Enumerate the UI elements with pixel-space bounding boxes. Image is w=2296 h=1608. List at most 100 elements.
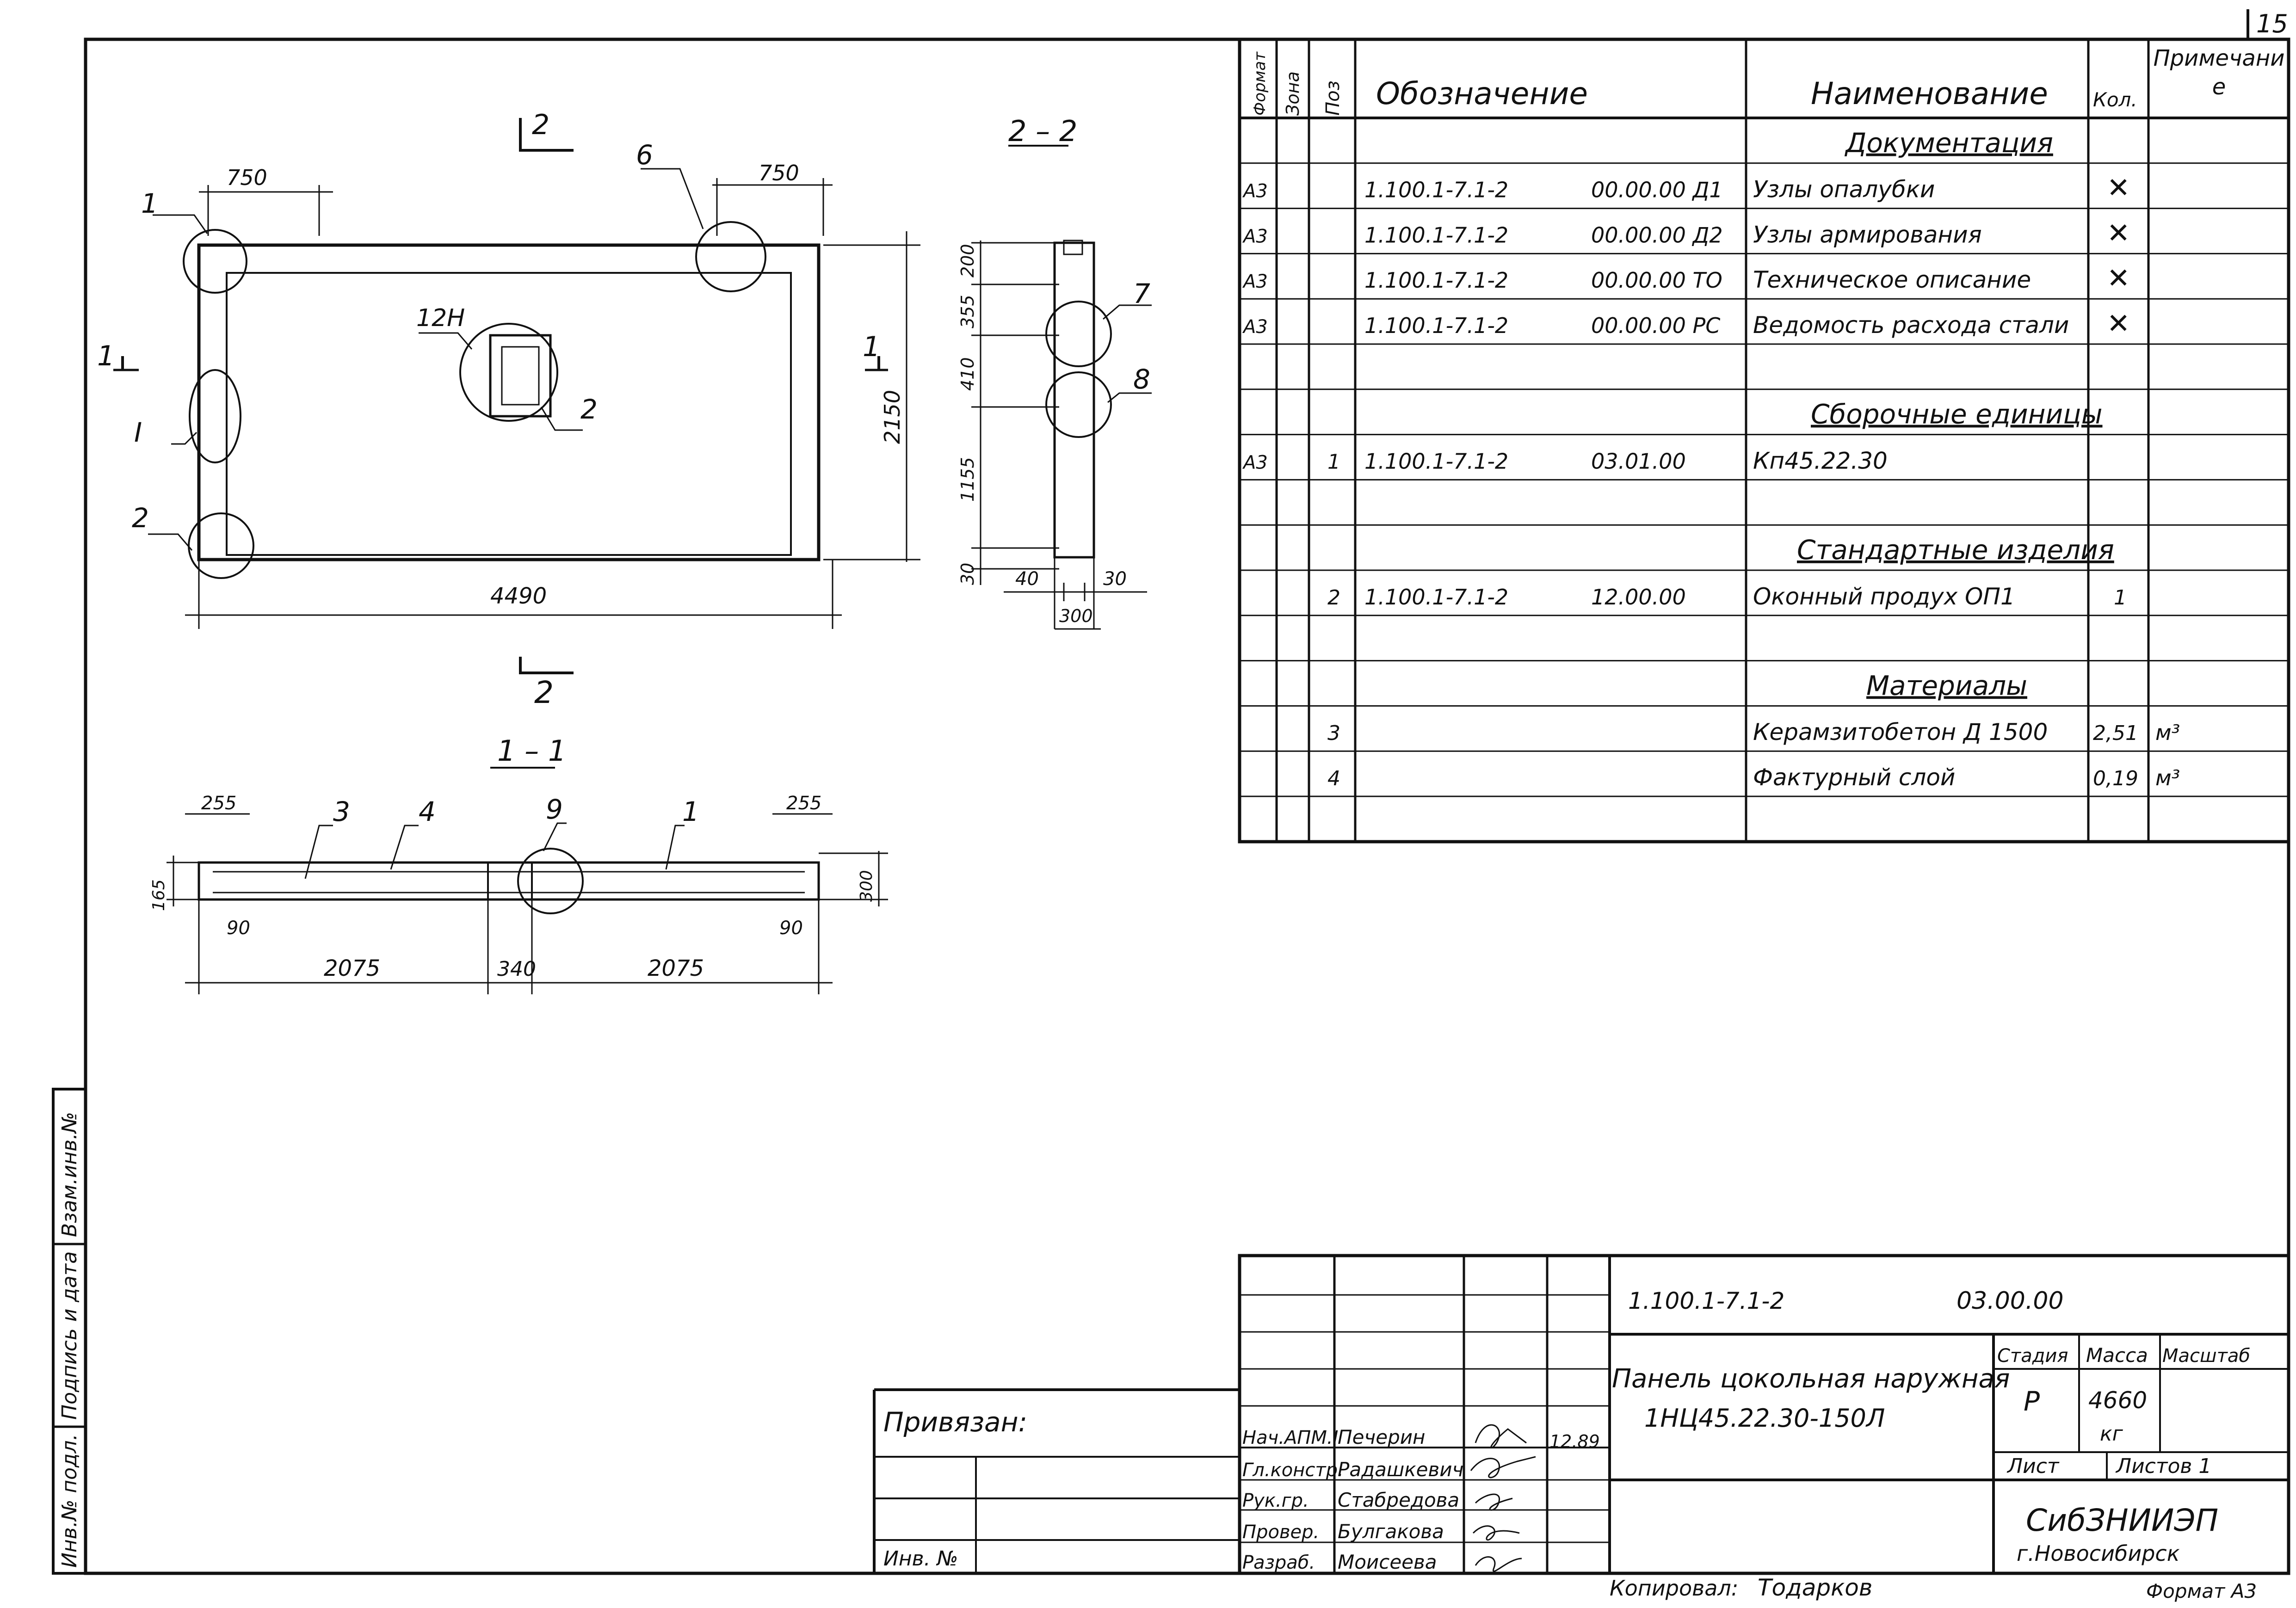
- spec-cell-name: Керамзитобетон Д 1500: [1753, 719, 2048, 745]
- dim-255-left: 255: [201, 793, 236, 814]
- org-name: СибЗНИИЭП: [2026, 1503, 2218, 1538]
- header-zone: Зона: [1283, 71, 1303, 116]
- spec-cell-name: Техническое описание: [1753, 266, 2031, 293]
- specification-table: [1238, 37, 2290, 844]
- header-pos: Поз: [1322, 80, 1344, 116]
- dim-355: 355: [957, 295, 978, 328]
- spec-cell-des1: 1.100.1-7.1-2: [1364, 222, 1508, 247]
- section-1-1-labels: 1 – 1 3 4 9 1 255 255 165 300 90 90 2075…: [149, 734, 876, 981]
- stamp-replace: Взам.инв.№: [58, 1112, 81, 1237]
- section-mark-1-right: 1: [863, 331, 880, 363]
- spec-cell-pos: 3: [1327, 721, 1340, 745]
- spec-cell-name: Оконный продух ОП1: [1753, 583, 2015, 610]
- callout-12N: 12Н: [416, 304, 465, 332]
- spec-cell-des2: 12.00.00: [1591, 585, 1686, 610]
- header-note-wrap: Примечание: [2154, 45, 2285, 100]
- section-2-2: [971, 145, 1152, 630]
- section-mark-1-left: 1: [97, 340, 115, 372]
- dim-2075-right: 2075: [648, 955, 704, 981]
- person-name: Стабредова: [1338, 1489, 1459, 1511]
- spec-cell-des2: 00.00.00 РС: [1591, 313, 1720, 338]
- dim-90-right: 90: [779, 918, 803, 939]
- section-2-2-labels: 2 – 2 7 8 200 355 410 1155 30 40 30 300: [957, 114, 1150, 626]
- dim-90-left: 90: [227, 918, 250, 939]
- spec-cell-des2: 00.00.00 Д1: [1591, 178, 1723, 203]
- plan-labels: 2 2 1 1 1 I 2 6 12Н 2 750 750 2150 4490: [97, 109, 905, 710]
- spec-cell-name: Узлы опалубки: [1753, 176, 1935, 203]
- header-qty: Кол.: [2093, 88, 2137, 111]
- spec-cell-qty: 2,51: [2093, 721, 2138, 745]
- dim-30-right: 30: [1103, 568, 1127, 590]
- callout-7: 7: [1133, 278, 1150, 309]
- person-role: Нач.АПМ.I: [1242, 1427, 1338, 1448]
- dim-300-bottom: 300: [1059, 606, 1093, 626]
- people-rows: Нач.АПМ.IПечеринГл.констр.РадашкевичРук.…: [1242, 1426, 1463, 1573]
- spec-cell-qty: ✕: [2107, 172, 2130, 204]
- spec-cell-name: Узлы армирования: [1753, 221, 1982, 248]
- scale-label: Масштаб: [2162, 1345, 2250, 1367]
- spec-cell-pos: 1: [1327, 450, 1340, 474]
- copied-by-signature: Тодарков: [1758, 1574, 1872, 1601]
- person-name: Радашкевич: [1338, 1458, 1463, 1481]
- callout-2-left: 2: [132, 502, 149, 534]
- stage-label: Стадия: [1997, 1345, 2068, 1367]
- spec-cell-des1: 1.100.1-7.1-2: [1364, 585, 1508, 610]
- dim-4490: 4490: [490, 583, 547, 609]
- page-number: 15: [2256, 9, 2288, 38]
- format-label: Формат А3: [2146, 1580, 2257, 1602]
- spec-headers: Формат Зона Поз Обозначение Наименование…: [1251, 45, 2285, 116]
- spec-cell-format: А3: [1242, 316, 1268, 338]
- spec-cell-name: Кп45.22.30: [1753, 447, 1888, 474]
- title-line-2: 1НЦ45.22.30-150Л: [1644, 1404, 1885, 1433]
- spec-cell-pos: 4: [1327, 767, 1340, 790]
- callout-3: 3: [333, 796, 350, 827]
- dim-340: 340: [497, 957, 536, 981]
- spec-cell-qty: 1: [2114, 586, 2127, 610]
- mass-label: Масса: [2086, 1344, 2148, 1367]
- spec-cell-name: Ведомость расхода стали: [1753, 312, 2069, 339]
- spec-cell-note: м³: [2155, 765, 2180, 790]
- side-stamp: Инв.№ подл. Подпись и дата Взам.инв.№: [52, 1088, 87, 1575]
- spec-cell-name: Фактурный слой: [1753, 764, 1955, 791]
- person-role: Рук.гр.: [1242, 1490, 1309, 1511]
- person-name: Печерин: [1338, 1426, 1426, 1448]
- dim-30-left: 30: [957, 563, 978, 585]
- callout-1: 1: [141, 188, 158, 219]
- header-format: Формат: [1251, 51, 1269, 116]
- mass-unit: кг: [2100, 1422, 2123, 1446]
- header-designation: Обозначение: [1376, 76, 1588, 111]
- spec-cell-des1: 1.100.1-7.1-2: [1364, 178, 1508, 203]
- dim-1155: 1155: [957, 457, 978, 502]
- inv-label: Инв. №: [883, 1547, 958, 1571]
- section-mark-2-bottom: 2: [534, 675, 554, 710]
- spec-cell-format: А3: [1242, 271, 1268, 292]
- dim-2150: 2150: [880, 390, 905, 444]
- doc-suffix: 03.00.00: [1957, 1287, 2064, 1315]
- spec-cell-name: Материалы: [1866, 670, 2027, 701]
- section-mark-2-top: 2: [532, 109, 549, 141]
- callout-4: 4: [419, 796, 436, 827]
- title-line-1: Панель цокольная наружная: [1612, 1364, 2010, 1394]
- person-role: Гл.констр.: [1242, 1460, 1344, 1481]
- callout-8: 8: [1133, 363, 1150, 395]
- title-block-text: Привязан: Инв. № 1.100.1-7.1-2 03.00.00 …: [883, 1287, 2250, 1571]
- stamp-sign-date: Подпись и дата: [58, 1251, 81, 1420]
- person-role: Разраб.: [1242, 1552, 1315, 1573]
- org-city: г.Новосибирск: [2017, 1541, 2180, 1566]
- callout-2-window: 2: [580, 394, 598, 425]
- mass-value: 4660: [2088, 1387, 2147, 1414]
- spec-cell-qty: ✕: [2107, 217, 2130, 249]
- spec-cell-des2: 03.01.00: [1591, 449, 1686, 474]
- spec-cell-name: Стандартные изделия: [1797, 534, 2114, 566]
- header-name: Наименование: [1811, 76, 2048, 111]
- spec-cell-des1: 1.100.1-7.1-2: [1364, 313, 1508, 338]
- spec-cell-pos: 2: [1327, 586, 1340, 610]
- view-2-2-title: 2 – 2: [1008, 114, 1077, 148]
- spec-cell-des1: 1.100.1-7.1-2: [1364, 268, 1508, 293]
- callout-9: 9: [546, 794, 563, 825]
- spec-cell-qty: 0,19: [2093, 767, 2138, 790]
- copied-by-label: Копировал:: [1610, 1576, 1738, 1601]
- spec-cell-format: А3: [1242, 226, 1268, 247]
